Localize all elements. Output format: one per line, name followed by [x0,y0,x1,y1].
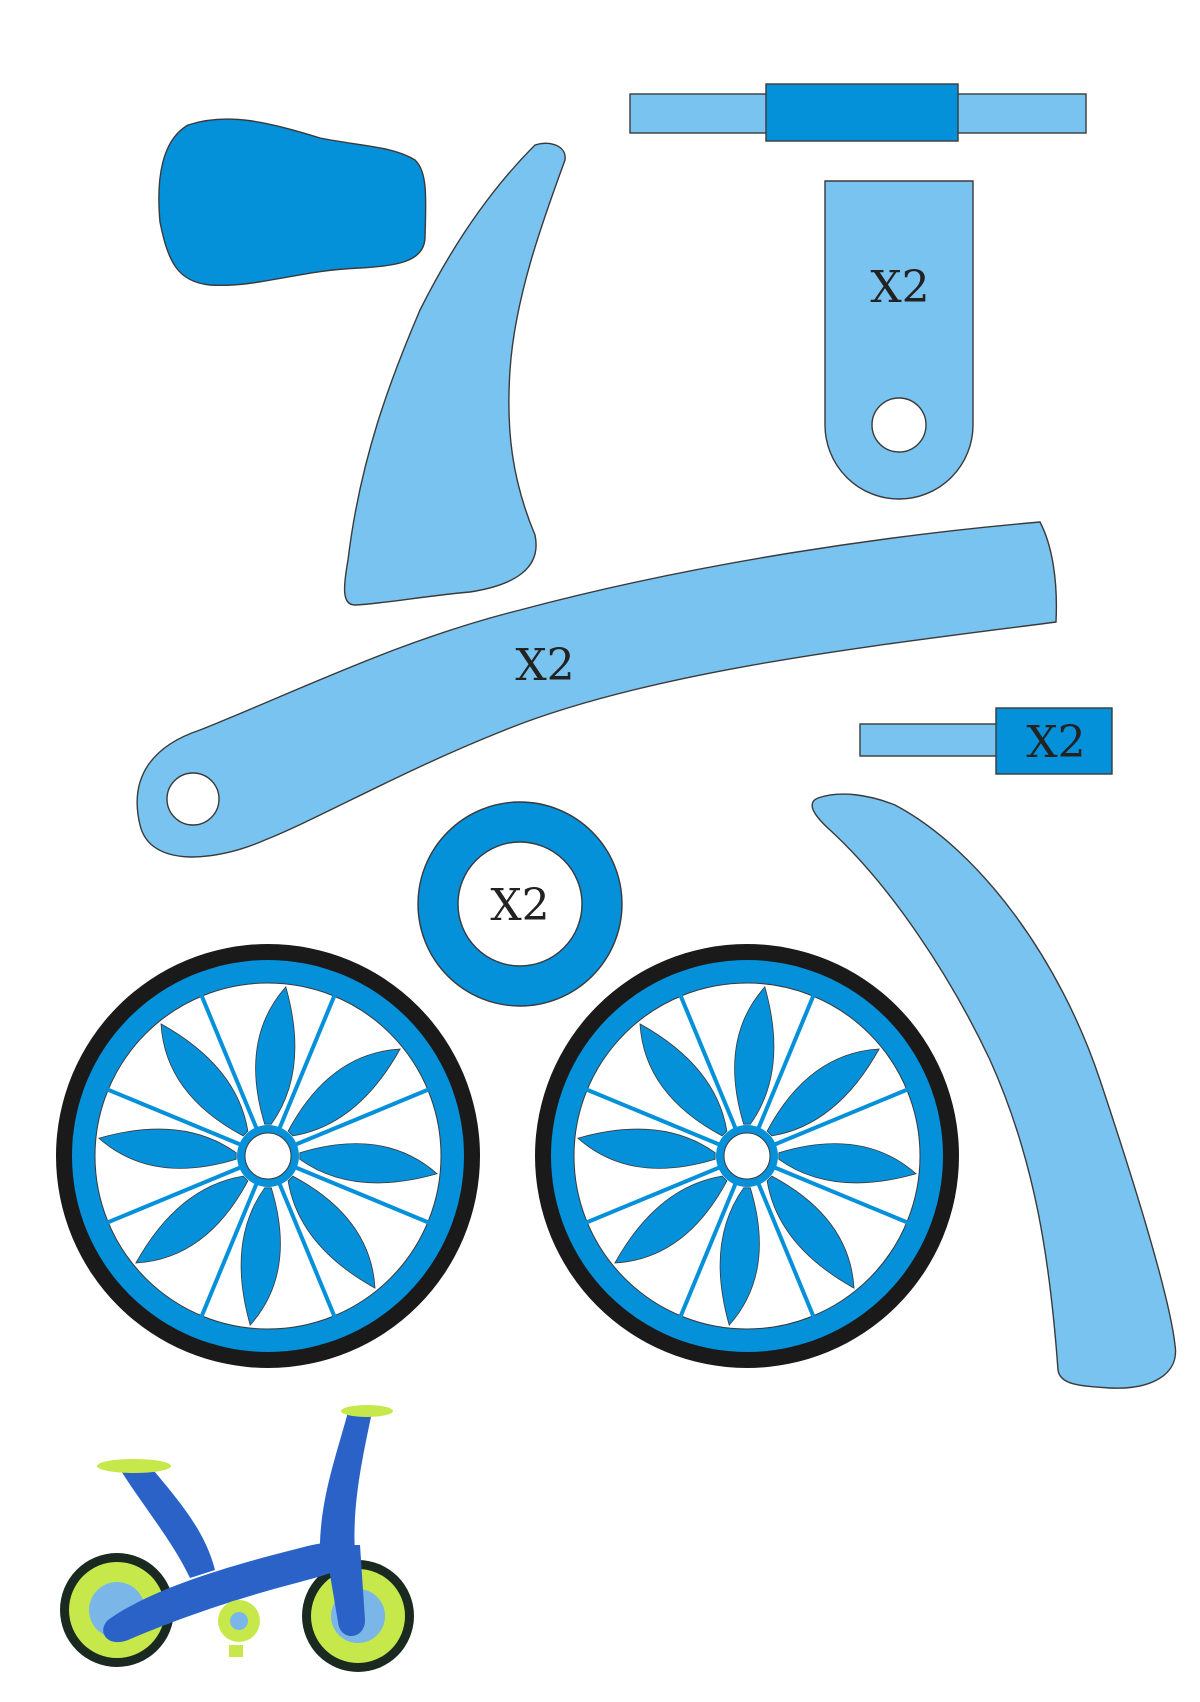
spoke-line [106,1165,242,1225]
seat-part [158,118,427,287]
photo-seat-post [118,1466,215,1578]
fork-plate-hole [871,397,927,453]
steering-post-part [343,142,566,606]
fender-part [811,793,1177,1389]
front-wheel [56,944,480,1368]
spoke-line [678,994,738,1130]
seat-shape [158,118,427,287]
spoke-blade [287,1048,401,1137]
spoke-line [199,1182,259,1318]
washer-part: X2 [417,801,623,1007]
spoke-blade [766,1175,855,1289]
spoke-line [585,1087,721,1147]
photo-frame [103,1541,357,1643]
spoke-blade [719,1187,760,1326]
spoke-line [756,994,816,1130]
spoke-line [585,1165,721,1225]
spoke-line [294,1087,430,1147]
washer-hole [457,841,583,967]
spoke-blade [734,986,775,1125]
spoke-blade [135,1175,249,1264]
spoke-blade [778,1143,917,1184]
hub-hole [244,1132,292,1180]
frame-arm-hole [166,772,220,826]
spoke-line [756,1182,816,1318]
spoke-blade [766,1048,880,1137]
assembled-bike-photo [60,1405,414,1672]
axle-part: X2 [859,707,1113,775]
spoke-line [678,1182,738,1318]
spoke-blade [299,1143,438,1184]
photo-steering-post [319,1412,372,1560]
spoke-blade [614,1175,728,1264]
spoke-line [773,1087,909,1147]
axle-cap [995,707,1113,775]
spoke-line [294,1165,430,1225]
frame-arm-part: X2 [136,521,1058,858]
photo-fork [325,1545,365,1637]
spoke-line [106,1087,242,1147]
spoke-line [277,994,337,1130]
rear-wheel [535,944,959,1368]
steering-post-shape [343,142,566,606]
axle-label: X2 [1026,717,1085,768]
hub-hole [723,1132,771,1180]
photo-seat [97,1459,171,1473]
fork-plate-shape [824,180,974,500]
spoke-blade [639,1023,728,1137]
spoke-line [199,994,259,1130]
fender-shape [811,793,1177,1389]
spoke-line [773,1165,909,1225]
spoke-blade [160,1023,249,1137]
spoke-blade [255,986,296,1125]
spoke-blade [98,1128,237,1169]
frame-arm-label: X2 [515,640,574,691]
fork-plate-label: X2 [870,262,929,313]
washer-label: X2 [490,880,549,931]
axle-shaft [859,723,1001,757]
spoke-blade [577,1128,716,1169]
spoke-blade [240,1187,281,1326]
handlebar-part [629,83,1087,142]
photo-axle-cap [229,1645,243,1657]
spoke-line [277,1182,337,1318]
spoke-blade [287,1175,376,1289]
fork-plate-part: X2 [824,180,974,500]
photo-washer-hole [230,1612,248,1630]
handlebar-grip [765,83,959,142]
photo-handlebar [341,1405,393,1417]
frame-arm-shape [136,521,1058,858]
